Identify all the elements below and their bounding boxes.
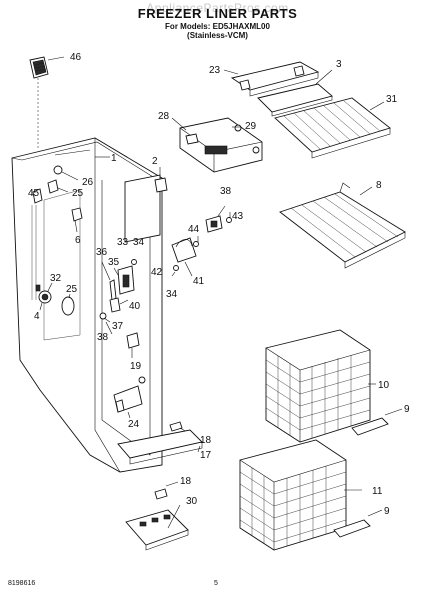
page-number: 5	[214, 580, 218, 587]
callout-34-upper: 34	[133, 237, 145, 248]
part-9-upper-trim	[351, 408, 403, 436]
part-24-light-housing	[113, 376, 146, 419]
models-line: For Models: ED5JHAXML00	[165, 22, 270, 31]
callout-2: 2	[152, 156, 158, 167]
callout-38-lower: 38	[97, 332, 109, 343]
variant-line: (Stainless-VCM)	[187, 31, 248, 40]
callout-19: 19	[130, 361, 142, 372]
callout-32: 32	[50, 273, 62, 284]
part-17-front-rail	[117, 429, 203, 465]
part-41-damper	[171, 236, 199, 277]
part-23-bracket	[223, 61, 320, 97]
callout-36: 36	[96, 247, 108, 258]
callout-1: 1	[111, 153, 117, 164]
callout-26: 26	[82, 177, 94, 188]
part-46-vent-grille	[29, 56, 65, 150]
callout-8: 8	[376, 180, 382, 191]
callout-28: 28	[158, 111, 170, 122]
callout-18-upper: 18	[200, 435, 212, 446]
callout-9-upper: 9	[404, 404, 410, 415]
callout-30: 30	[186, 496, 198, 507]
callout-33: 33	[117, 237, 129, 248]
callout-10: 10	[378, 380, 390, 391]
callout-9-lower: 9	[384, 506, 390, 517]
callout-37: 37	[112, 321, 124, 332]
callout-46: 46	[70, 52, 82, 63]
part-28-control-housing	[171, 117, 263, 173]
callout-3: 3	[336, 59, 342, 70]
callout-23: 23	[209, 65, 221, 76]
part-9-lower-trim	[333, 509, 383, 538]
callout-43: 43	[232, 211, 244, 222]
part-30-control-plate	[125, 504, 189, 551]
part-3-panel	[257, 69, 333, 117]
callout-44: 44	[188, 224, 200, 235]
callout-45: 45	[28, 188, 40, 199]
callout-34-lower: 34	[166, 289, 178, 300]
callout-35: 35	[108, 257, 120, 268]
callout-31: 31	[386, 94, 398, 105]
document-number: 8198616	[8, 580, 36, 587]
callout-24: 24	[128, 419, 140, 430]
part-33-thermostat	[101, 259, 137, 301]
callout-17: 17	[200, 450, 212, 461]
part-1-freezer-liner	[11, 137, 163, 473]
callout-42: 42	[151, 267, 163, 278]
watermark-text: AppliancePartsPros.com	[146, 1, 289, 15]
part-8-wire-shelf	[279, 182, 406, 269]
page-title: FREEZER LINER PARTS	[137, 6, 298, 21]
part-cluster-light	[35, 282, 75, 316]
callout-29: 29	[245, 121, 257, 132]
part-40-37-clips	[99, 297, 140, 358]
callout-6: 6	[75, 235, 81, 246]
callout-4: 4	[34, 311, 40, 322]
part-2-clip	[154, 167, 168, 193]
callout-25-upper: 25	[72, 188, 84, 199]
callout-38-upper: 38	[220, 186, 232, 197]
part-38-43-bracket	[205, 205, 232, 233]
callout-labels: 46 23 3 31 28 29 1 2 26 25 45 6 8 38 43 …	[28, 52, 410, 517]
part-11-lower-basket	[239, 439, 362, 551]
part-18-screw-lower	[154, 481, 179, 500]
callout-41: 41	[193, 276, 205, 287]
part-10-upper-basket	[265, 329, 376, 443]
callout-25-lower: 25	[66, 284, 78, 295]
callout-11: 11	[372, 486, 383, 497]
part-31-wire-shelf	[274, 97, 391, 159]
callout-40: 40	[129, 301, 141, 312]
callout-18-lower: 18	[180, 476, 192, 487]
part-cluster-top-left	[32, 165, 83, 233]
